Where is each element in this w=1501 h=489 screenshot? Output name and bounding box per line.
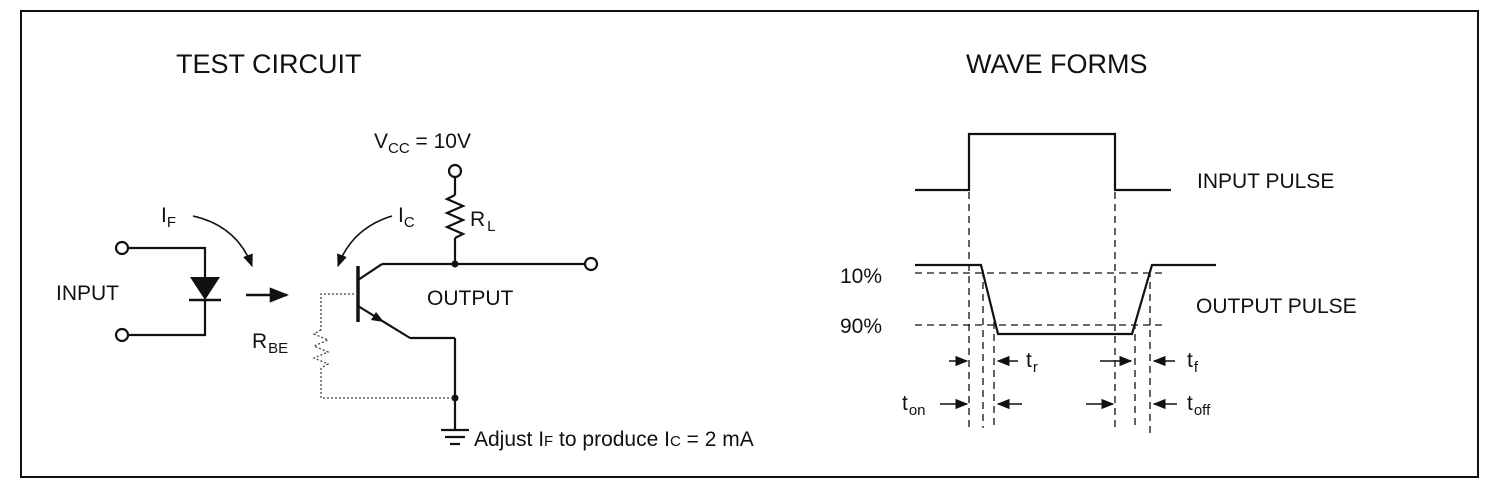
diagram-frame — [20, 10, 1479, 478]
rbe-return — [320, 368, 455, 399]
load-resistor — [444, 194, 466, 239]
input-pulse-waveform — [915, 132, 1171, 192]
ground-node — [451, 394, 459, 402]
toff-label: toff — [1187, 392, 1211, 419]
level-90-label: 90% — [840, 315, 882, 338]
level-10-label: 10% — [840, 265, 882, 288]
vcc-label: VCC = 10V — [374, 130, 471, 157]
output-label: OUTPUT — [427, 287, 514, 310]
tf-label: tf — [1187, 349, 1199, 376]
ton-label: ton — [902, 392, 926, 419]
test-circuit-title: TEST CIRCUIT — [176, 49, 362, 79]
ic-label: IC — [398, 204, 415, 231]
tr-label: tr — [1026, 349, 1038, 376]
rbe-label: RBE — [252, 330, 288, 357]
input-terminal-bottom — [114, 327, 130, 343]
vcc-terminal — [447, 163, 463, 179]
input-pulse-label: INPUT PULSE — [1197, 170, 1334, 193]
output-terminal — [583, 256, 599, 272]
led-diode-icon — [190, 277, 220, 300]
led-anode-wire — [128, 246, 207, 277]
input-terminal-top — [114, 240, 130, 256]
output-pulse-waveform — [915, 263, 1216, 336]
input-label: INPUT — [56, 282, 119, 305]
emitter-arrow-icon — [371, 312, 384, 322]
if-label: IF — [161, 204, 176, 231]
rbe-resistor — [312, 329, 330, 369]
rbe-connection — [320, 293, 358, 330]
led-cathode-wire — [128, 300, 207, 337]
output-pulse-label: OUTPUT PULSE — [1196, 295, 1357, 318]
collector-node — [451, 260, 459, 268]
wave-forms-title: WAVE FORMS — [966, 49, 1148, 79]
adjust-note: Adjust IF to produce IC = 2 mA — [474, 428, 754, 451]
collector-lead — [357, 263, 383, 281]
ic-arrow — [337, 215, 393, 268]
if-arrow — [192, 215, 253, 268]
